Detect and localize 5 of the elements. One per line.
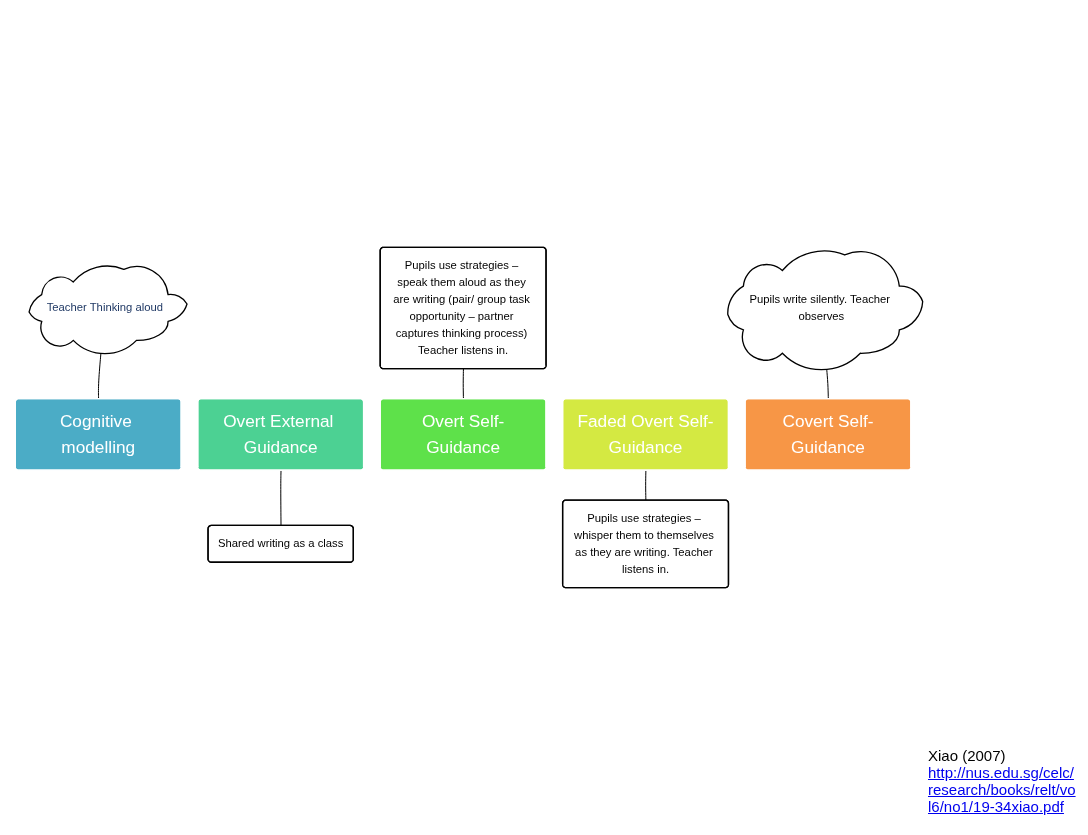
reference-link: http://nus.edu.sg/celc/research/books/relt/vol6/no1/19-34xiao.pdf — [928, 764, 1077, 815]
connector — [462, 368, 464, 400]
citation-text: Xiao (2007) — [928, 747, 1007, 764]
connector — [645, 470, 647, 501]
connector — [280, 470, 282, 527]
